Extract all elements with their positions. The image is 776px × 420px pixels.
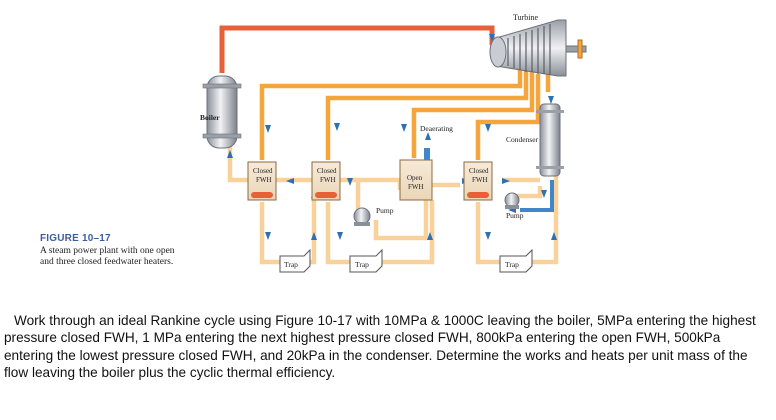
boiler-label: Boiler: [200, 113, 220, 122]
figure-label: FIGURE 10–17: [40, 233, 111, 244]
svg-text:Closed: Closed: [317, 167, 337, 175]
closed-fwh-1: Closed FWH: [247, 161, 277, 201]
svg-text:FWH: FWH: [256, 176, 272, 184]
figure-caption: FIGURE 10–17 A steam power plant with on…: [40, 233, 180, 268]
cooling-water-pipe: [520, 180, 554, 212]
svg-text:FWH: FWH: [408, 183, 424, 191]
svg-text:Trap: Trap: [505, 260, 519, 269]
svg-text:Trap: Trap: [355, 260, 369, 269]
deaerating-label: Deaerating: [420, 124, 453, 133]
trap-1: Trap: [279, 248, 311, 273]
svg-text:Open: Open: [407, 174, 423, 182]
svg-text:FWH: FWH: [472, 176, 488, 184]
pump-1: [353, 207, 371, 226]
trap-2: Trap: [349, 248, 383, 273]
closed-fwh-2: Closed FWH: [311, 161, 341, 201]
turbine: [489, 19, 587, 77]
open-fwh: Open FWH: [399, 148, 433, 201]
problem-text: Work through an ideal Rankine cycle usin…: [4, 313, 756, 380]
pump-2-label: Pump: [506, 211, 524, 220]
svg-text:Closed: Closed: [253, 167, 273, 175]
extraction-pipes: [259, 62, 551, 160]
svg-text:Trap: Trap: [284, 260, 298, 269]
condenser-label: Condenser: [506, 135, 539, 144]
condenser: [536, 103, 564, 177]
turbine-label: Turbine: [513, 13, 538, 22]
closed-fwh-3: Closed FWH: [463, 161, 493, 201]
power-plant-diagram: Turbine Boiler Condenser Deaerating Clos…: [200, 13, 587, 273]
trap-3: Trap: [499, 248, 533, 273]
figure-description: A steam power plant with one open and th…: [40, 246, 175, 267]
svg-text:FWH: FWH: [320, 176, 336, 184]
problem-statement: Work through an ideal Rankine cycle usin…: [4, 312, 772, 381]
svg-text:Closed: Closed: [469, 167, 489, 175]
main-steam-pipe: [219, 25, 495, 73]
boiler: [202, 75, 242, 149]
pump-2: [504, 192, 520, 209]
pump-1-label: Pump: [376, 206, 394, 215]
